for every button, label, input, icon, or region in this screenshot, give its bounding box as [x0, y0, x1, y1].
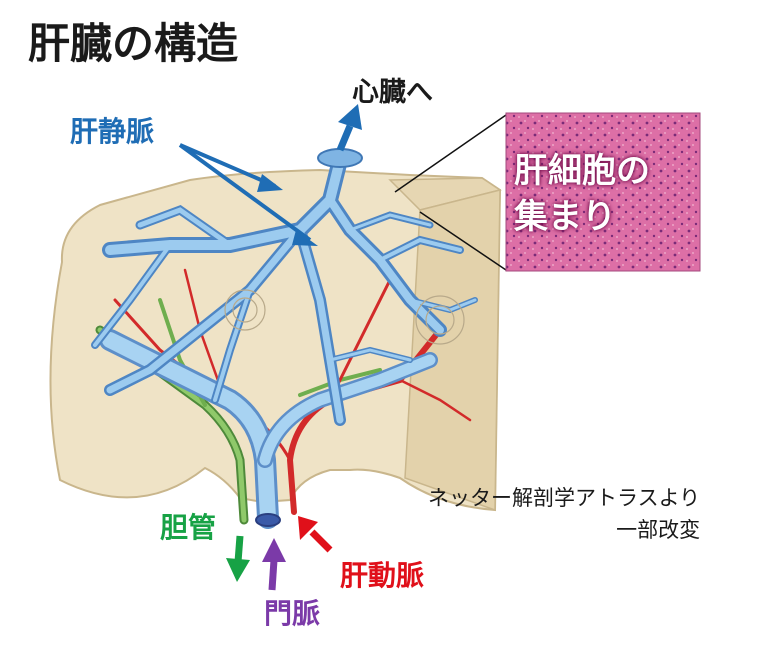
liver-cells-label-line1: 肝細胞の — [514, 151, 650, 191]
to-heart-label: 心臓へ — [352, 77, 433, 108]
hepatic-artery-label: 肝動脈 — [340, 559, 425, 592]
liver-cells-label-line2: 集まり — [514, 197, 616, 237]
lobule-detail — [224, 289, 465, 345]
hepatic-artery-arrow — [298, 516, 333, 553]
source-credit: ネッター解剖学アトラスより 一部改変 — [428, 482, 700, 546]
hepatic-vein — [91, 148, 478, 426]
to-heart-arrow — [336, 104, 362, 152]
source-credit-line2: 一部改変 — [616, 518, 701, 542]
portal-vein — [99, 329, 438, 529]
liver-cells-micrograph — [394, 112, 701, 272]
portal-vein-arrow — [262, 538, 286, 591]
bile-duct-label: 胆管 — [160, 511, 217, 544]
portal-vein-label: 門脈 — [264, 597, 321, 630]
page-title: 肝臓の構造 — [28, 19, 239, 68]
hepatic-vein-label: 肝静脈 — [70, 115, 155, 148]
source-credit-line1: ネッター解剖学アトラスより — [428, 486, 701, 510]
bile-duct-arrow — [226, 535, 250, 582]
liver-cells-label: 肝細胞の 集まり — [514, 148, 650, 240]
hepatic-vein-pointer-arrows — [178, 143, 318, 246]
